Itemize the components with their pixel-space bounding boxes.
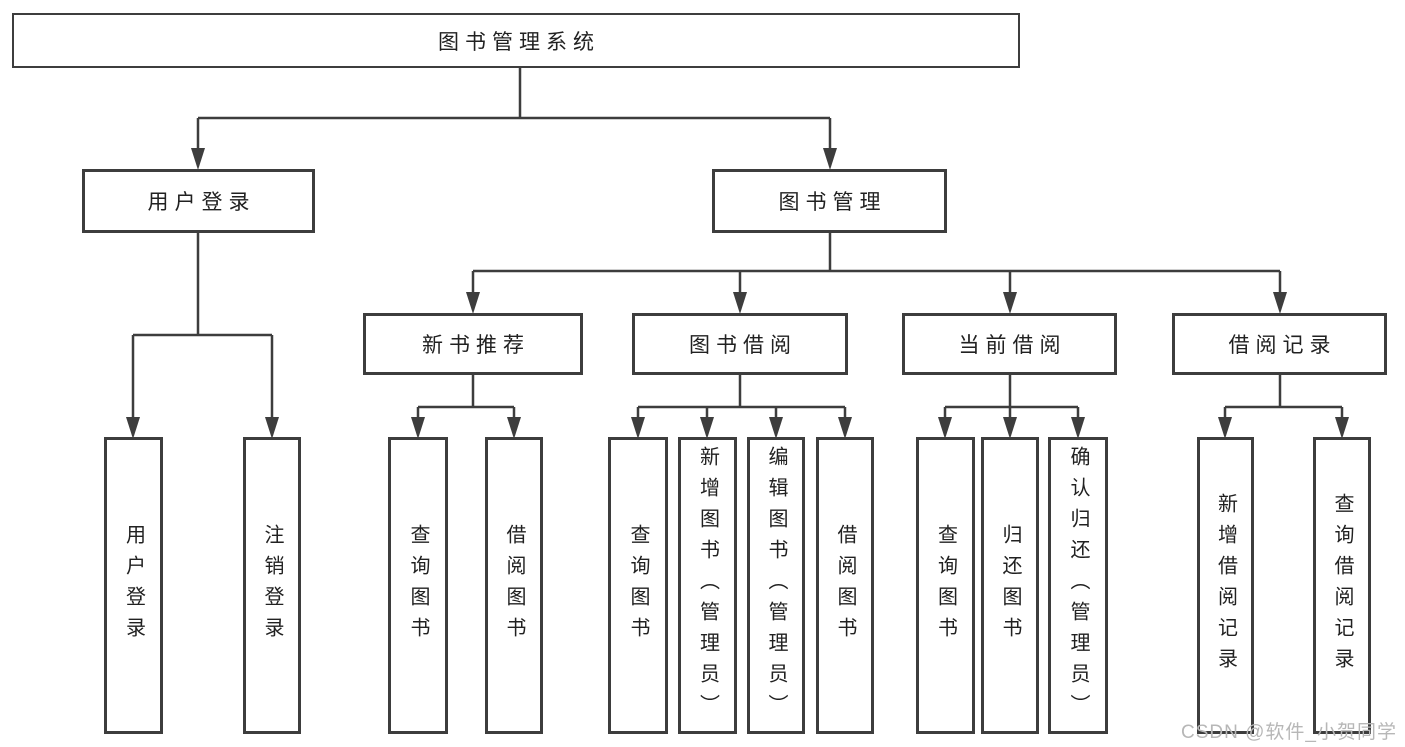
arrowhead-icon	[126, 417, 140, 439]
arrowhead-icon	[1071, 417, 1085, 439]
arrowhead-icon	[733, 292, 747, 314]
arrowhead-icon	[1003, 292, 1017, 314]
arrowhead-icon	[1218, 417, 1232, 439]
arrowhead-icon	[1335, 417, 1349, 439]
arrowhead-icon	[1273, 292, 1287, 314]
node-user-login: 用户登录	[82, 169, 315, 233]
arrowhead-icon	[191, 148, 205, 170]
leaf-current-query-book: 查询图书	[916, 437, 975, 734]
leaf-newbook-query-book: 查询图书	[388, 437, 448, 734]
leaf-current-return-book: 归还图书	[981, 437, 1039, 734]
node-new-book-recommend: 新书推荐	[363, 313, 583, 375]
arrowhead-icon	[411, 417, 425, 439]
node-book-borrow: 图书借阅	[632, 313, 848, 375]
leaf-newbook-borrow-book: 借阅图书	[485, 437, 543, 734]
leaf-borrow-add-book-admin: 新增图书（管理员）	[678, 437, 737, 734]
leaf-logout: 注销登录	[243, 437, 301, 734]
connector-user-login-to-leaves	[126, 233, 279, 439]
connector-current-borrow-to-leaves	[938, 375, 1085, 439]
connector-book-borrow-to-leaves	[631, 375, 852, 439]
connector-new-book-to-leaves	[411, 375, 521, 439]
arrowhead-icon	[265, 417, 279, 439]
leaf-borrow-lend-book: 借阅图书	[816, 437, 874, 734]
connector-book-management-to-level3	[466, 233, 1287, 314]
arrowhead-icon	[507, 417, 521, 439]
arrowhead-icon	[938, 417, 952, 439]
connector-root-to-level2	[191, 68, 837, 170]
leaf-records-add-record: 新增借阅记录	[1197, 437, 1254, 734]
arrowhead-icon	[1003, 417, 1017, 439]
arrowhead-icon	[631, 417, 645, 439]
leaf-user-login: 用户登录	[104, 437, 163, 734]
arrowhead-icon	[769, 417, 783, 439]
arrowhead-icon	[466, 292, 480, 314]
leaf-records-query-record: 查询借阅记录	[1313, 437, 1371, 734]
arrowhead-icon	[838, 417, 852, 439]
arrowhead-icon	[700, 417, 714, 439]
node-book-management: 图书管理	[712, 169, 947, 233]
node-current-borrow: 当前借阅	[902, 313, 1117, 375]
leaf-borrow-edit-book-admin: 编辑图书（管理员）	[747, 437, 805, 734]
arrowhead-icon	[823, 148, 837, 170]
leaf-current-confirm-return-admin: 确认归还（管理员）	[1048, 437, 1108, 734]
connector-borrow-records-to-leaves	[1218, 375, 1349, 439]
node-root-system: 图书管理系统	[12, 13, 1020, 68]
leaf-borrow-query-book: 查询图书	[608, 437, 668, 734]
node-borrow-records: 借阅记录	[1172, 313, 1387, 375]
